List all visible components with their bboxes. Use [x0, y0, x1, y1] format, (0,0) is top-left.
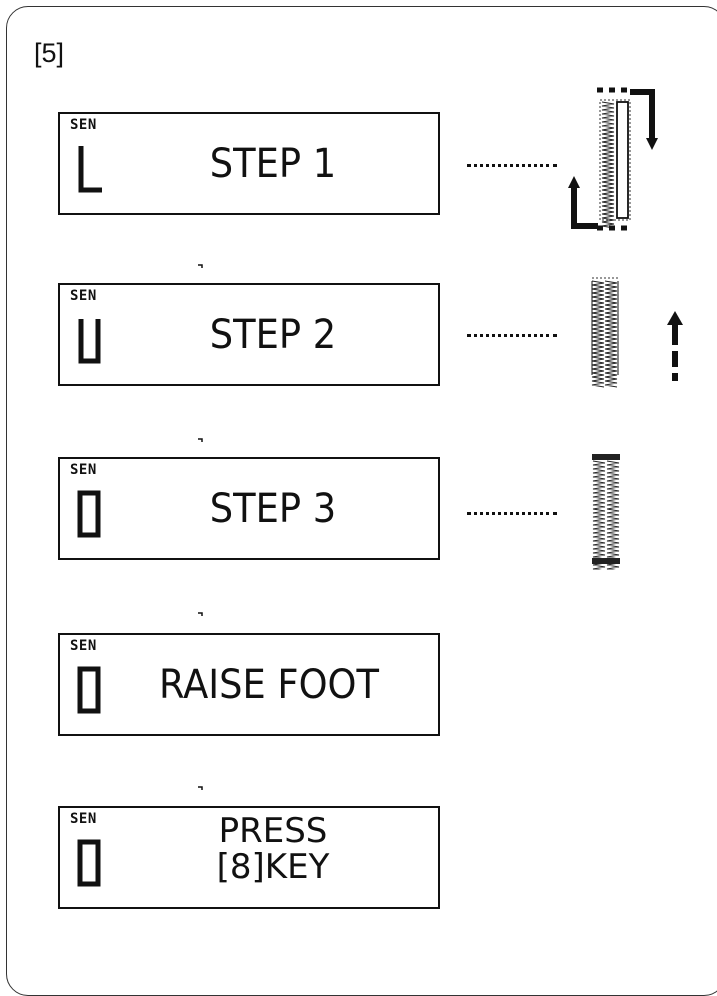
lcd-display-step-1: SEN STEP 1: [58, 112, 440, 215]
lcd-message-multiline: PRESS [8]KEY: [120, 811, 426, 887]
lcd-display-step-2: SEN STEP 2: [58, 283, 440, 386]
lcd-message: RAISE FOOT: [159, 662, 379, 708]
dotted-leader: [467, 330, 557, 337]
lcd-message-line-2: [8]KEY: [216, 846, 330, 887]
lcd-display-press-key: SEN PRESS [8]KEY: [58, 806, 440, 909]
lcd-message: STEP 2: [209, 312, 337, 358]
u-indicator-icon: [78, 319, 101, 364]
sen-label: SEN: [70, 288, 97, 304]
sen-label: SEN: [70, 117, 97, 133]
dotted-leader: [467, 160, 557, 167]
sen-label: SEN: [70, 638, 97, 654]
l-indicator-icon: [78, 146, 102, 193]
small-tick-icon: [198, 786, 203, 790]
lcd-display-raise-foot: SEN RAISE FOOT: [58, 633, 440, 736]
dotted-leader: [467, 508, 557, 515]
buttonhole-step3-icon: [592, 454, 620, 570]
lcd-message: STEP 3: [209, 486, 337, 532]
box-indicator-icon: [77, 490, 101, 538]
buttonhole-step1-icon: [568, 87, 658, 231]
sen-label: SEN: [70, 811, 97, 827]
box-indicator-icon: [77, 666, 101, 714]
buttonhole-step2-icon: [591, 277, 683, 388]
lcd-display-step-3: SEN STEP 3: [58, 457, 440, 560]
small-tick-icon: [198, 438, 203, 442]
figure-label: [5]: [34, 38, 65, 68]
small-tick-icon: [198, 264, 203, 268]
small-tick-icon: [198, 612, 203, 616]
box-indicator-icon: [77, 839, 101, 887]
lcd-message-line-1: PRESS: [218, 811, 328, 851]
sen-label: SEN: [70, 462, 97, 478]
lcd-message: STEP 1: [209, 141, 337, 187]
